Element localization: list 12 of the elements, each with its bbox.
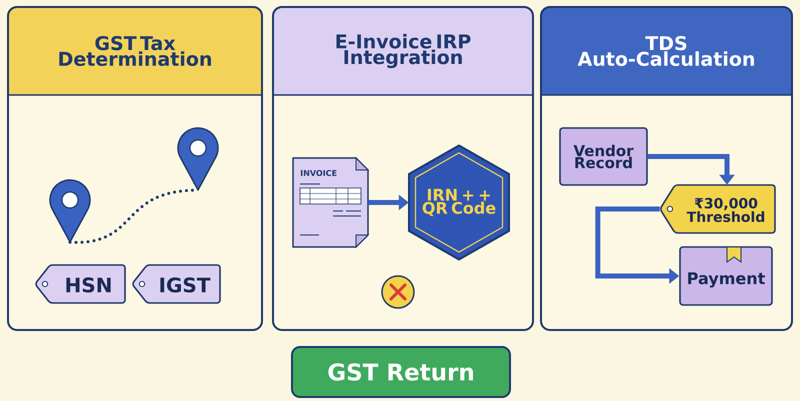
panel-header: TDS Auto-Calculation <box>541 7 792 96</box>
button: GST Return <box>291 346 511 398</box>
price-tag: ₹30,000 Threshold <box>660 184 776 234</box>
process-box: Vendor Record <box>559 127 648 186</box>
tag-label: IGST <box>132 264 221 304</box>
process-box: Payment <box>679 246 773 306</box>
location-pin <box>177 127 219 191</box>
tag-label: HSN <box>35 264 126 304</box>
panel-header: GST Tax Determination <box>8 7 262 96</box>
hexagon-badge: IRN + + QR Code <box>408 144 510 260</box>
location-pin <box>49 179 91 243</box>
panel-header: E-Invoice IRP Integration <box>273 7 533 96</box>
